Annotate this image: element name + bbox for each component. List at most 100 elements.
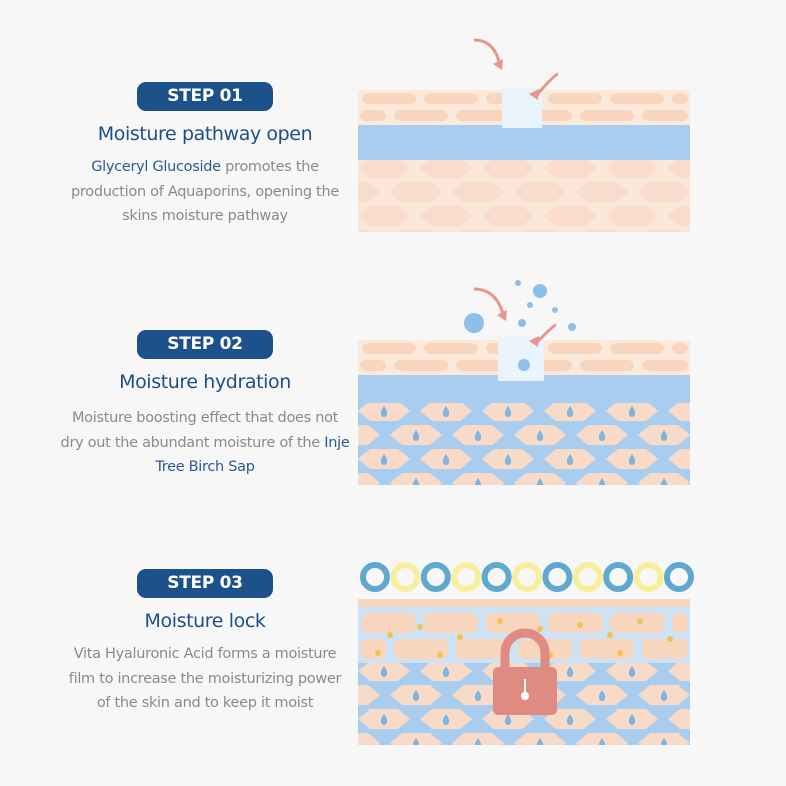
water-drop-icon [504, 454, 512, 465]
step-title: Moisture pathway open [97, 123, 313, 145]
arrow-icon [534, 72, 559, 97]
water-drop-icon [628, 666, 636, 677]
step-description: Glyceryl Glucoside promotes the producti… [60, 155, 350, 229]
skin-cell [452, 182, 504, 202]
water-band [358, 125, 690, 160]
step-title: Moisture lock [144, 610, 266, 632]
water-drop-icon [504, 406, 512, 417]
moisture-bubble [515, 280, 521, 286]
step-badge: STEP 03 [137, 569, 273, 598]
skin-brick [580, 110, 634, 121]
water-drop-icon [380, 714, 388, 725]
skin-cell [647, 230, 681, 232]
keyhole [521, 692, 529, 700]
film-ring [390, 562, 421, 592]
skin-brick [360, 639, 386, 659]
moisture-bubble [518, 359, 530, 371]
description-text: Moisture boosting effect that does not d… [60, 410, 339, 451]
skin-brick [548, 93, 602, 104]
skin-cell [544, 160, 596, 178]
arrowhead [529, 336, 539, 347]
film-ring [633, 562, 664, 592]
water-drop-icon [660, 478, 668, 485]
skin-cell [638, 182, 690, 202]
step-description: Moisture boosting effect that does not d… [60, 406, 350, 480]
skin-brick [548, 343, 602, 354]
water-drop-icon [536, 738, 544, 745]
cells [351, 403, 697, 489]
skin-brick [642, 110, 688, 121]
water-drop-icon [442, 714, 450, 725]
water-drop-icon [380, 454, 388, 465]
arrowhead [497, 310, 507, 321]
film-ring [360, 562, 390, 592]
skin-brick [362, 613, 416, 633]
ingredient-highlight: Inje Tree Birch Sap [155, 434, 350, 476]
water-drop-icon [474, 478, 482, 485]
ha-particle [375, 650, 381, 656]
keyhole [524, 679, 526, 693]
step-description: Vita Hyaluronic Acid forms a moisture fi… [68, 646, 342, 711]
water-drop-icon [380, 406, 388, 417]
skin-brick [580, 360, 634, 371]
skin-brick [394, 639, 448, 659]
ha-particle [617, 650, 623, 656]
skin-brick [456, 110, 510, 121]
skin-brick [424, 613, 478, 633]
arrowhead [529, 89, 539, 100]
skin-brick [362, 343, 416, 354]
water-drop-icon [566, 714, 574, 725]
skin-brick [362, 93, 416, 104]
skin-cell [358, 685, 380, 705]
step-01: STEP 01 Moisture pathway open Glyceryl G… [60, 82, 350, 229]
film-ring [664, 562, 694, 592]
lock-shackle [500, 628, 550, 670]
ha-particle [607, 632, 613, 638]
water-drop-icon [351, 478, 357, 489]
water-drop-icon [351, 738, 357, 749]
water-drop-icon [598, 430, 606, 441]
water-drop-icon [691, 666, 697, 677]
water-drop-icon [351, 430, 357, 441]
skin-brick [642, 639, 688, 659]
skin-cell [523, 230, 557, 232]
skin-brick [486, 613, 540, 633]
water-drop-icon [628, 714, 636, 725]
ha-particle [497, 618, 503, 624]
ha-particle [387, 632, 393, 638]
skin-cell [358, 206, 410, 226]
moisture-bubble [533, 284, 547, 298]
water-drop-icon [536, 478, 544, 485]
skin-brick [580, 639, 634, 659]
skin-cell [668, 709, 690, 729]
skin-brick [360, 110, 386, 121]
moisture-bubble [552, 307, 558, 313]
film-ring [572, 562, 603, 592]
arrowhead [493, 59, 503, 70]
water-drop-icon [660, 738, 668, 745]
water-drop-icon [474, 690, 482, 701]
skin-cell [668, 206, 690, 226]
top-layer [358, 599, 690, 607]
skin-illustration-hydration [351, 280, 697, 489]
arrow-icon [473, 287, 506, 318]
moisture-bubble [527, 302, 533, 308]
skin-cell [390, 182, 442, 202]
skin-cell [461, 230, 495, 232]
water-drop-icon [412, 478, 420, 485]
ha-particle [537, 626, 543, 632]
water-drop-icon [442, 666, 450, 677]
ha-particle [637, 618, 643, 624]
water-drop-icon [660, 430, 668, 441]
water-drop-icon [380, 666, 388, 677]
skin-brick [424, 343, 478, 354]
ha-particle [437, 652, 443, 658]
film-ring [603, 562, 634, 592]
skin-cell [482, 206, 534, 226]
water-drop-icon [691, 406, 697, 417]
water-drop-icon [566, 406, 574, 417]
skin-cell [576, 182, 628, 202]
skin-brick [548, 613, 602, 633]
step-badge: STEP 02 [137, 330, 273, 359]
skin-cell [606, 160, 658, 178]
